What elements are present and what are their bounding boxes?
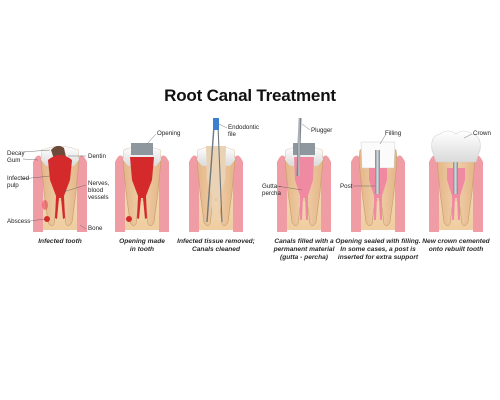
- leader-lines: [21, 123, 473, 230]
- tooth-cleaned: [189, 118, 243, 232]
- label-crown: Crown: [473, 130, 491, 137]
- label-abscess: Abscess: [7, 218, 31, 225]
- label-endodontic-2: file: [228, 131, 236, 138]
- opening-cavity: [131, 143, 153, 155]
- tooth-opening: [115, 143, 169, 232]
- label-opening: Opening: [157, 130, 181, 137]
- diagram-title: Root Canal Treatment: [164, 86, 336, 105]
- label-post: Post: [340, 183, 353, 190]
- label-infected-pulp-1: Infected: [7, 175, 30, 182]
- caption-step-2: Opening made in tooth: [119, 238, 165, 253]
- caption-step-5: Opening sealed with filling. In some cas…: [335, 238, 421, 261]
- infected-pulp: [48, 155, 72, 219]
- gum: [33, 155, 43, 232]
- label-decay: Decay: [7, 150, 25, 157]
- label-gutta-1: Gutta -: [262, 183, 281, 190]
- infected-pulp: [130, 157, 154, 219]
- label-filling: Filling: [385, 130, 402, 137]
- label-infected-pulp-2: pulp: [7, 182, 19, 189]
- caption-step-1: Infected tooth: [38, 238, 82, 245]
- caption-step-3: Infected tissue removed; Canals cleaned: [177, 238, 255, 253]
- post: [453, 150, 458, 194]
- label-dentin: Dentin: [88, 153, 106, 160]
- tooth-filled: [277, 117, 331, 232]
- tooth-crowned: [429, 130, 483, 232]
- label-endodontic-1: Endodontic: [228, 124, 259, 131]
- endodontic-file: [206, 125, 215, 223]
- plugger: [296, 117, 302, 177]
- tooth-sealed: [351, 141, 405, 232]
- label-nerves-1: Nerves,: [88, 180, 110, 187]
- post: [375, 150, 380, 194]
- file-handle: [213, 118, 219, 130]
- crown: [431, 130, 481, 163]
- abscess: [44, 216, 50, 222]
- label-gutta-2: percha: [262, 190, 281, 197]
- caption-step-6: New crown cemented onto rebuilt tooth: [422, 238, 490, 253]
- label-bone: Bone: [88, 225, 103, 232]
- caption-step-4: Canals filled with a permanent material …: [273, 238, 335, 261]
- label-gum: Gum: [7, 157, 21, 164]
- label-plugger: Plugger: [311, 127, 333, 134]
- tooth-infected: [33, 145, 87, 232]
- label-nerves-2: blood: [88, 187, 104, 194]
- label-nerves-3: vessels: [88, 194, 109, 201]
